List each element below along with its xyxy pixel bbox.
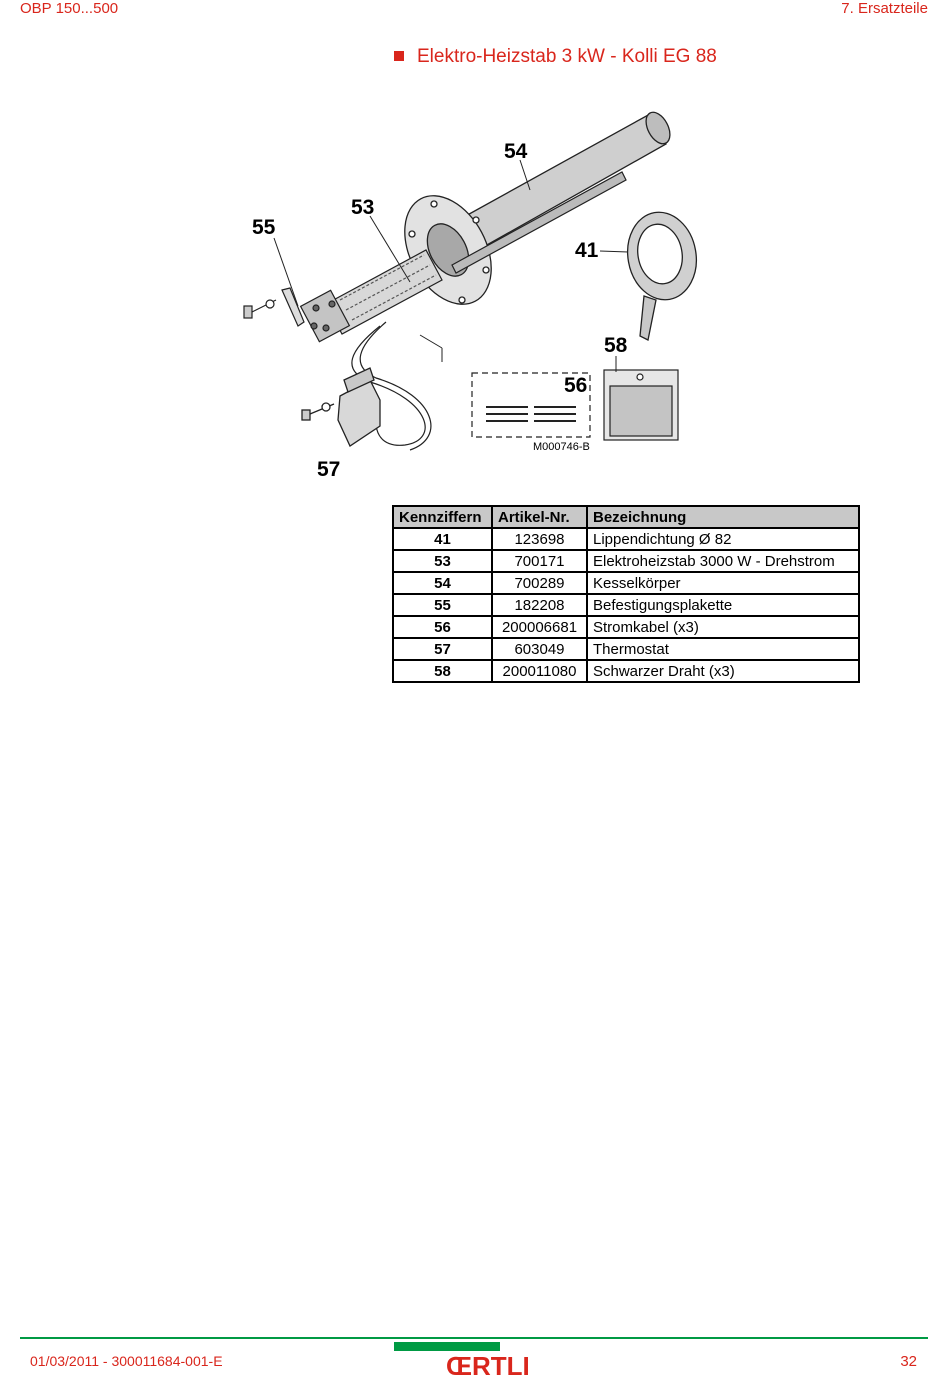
figure-reference: M000746-B [533, 441, 590, 453]
thermostat-rod-part [451, 171, 627, 274]
page-number: 32 [900, 1353, 917, 1370]
cell-ref: 55 [392, 593, 493, 617]
callout-56: 56 [564, 374, 587, 397]
cell-ref: 58 [392, 659, 493, 683]
cell-ref: 54 [392, 571, 493, 595]
table-row: 54 700289 Kesselkörper [392, 571, 860, 595]
thermostat-part [301, 367, 381, 447]
lip-seal-part [627, 211, 697, 341]
header-chapter: 7. Ersatzteile [841, 0, 928, 17]
cell-description: Elektroheizstab 3000 W - Drehstrom [586, 549, 860, 573]
heating-element-part [299, 249, 443, 343]
cell-description: Lippendichtung Ø 82 [586, 527, 860, 551]
cell-ref: 41 [392, 527, 493, 551]
section-title-text: Elektro-Heizstab 3 kW - Kolli EG 88 [417, 46, 717, 67]
cell-description: Stromkabel (x3) [586, 615, 860, 639]
cell-article: 182208 [491, 593, 588, 617]
fixing-plate-part [243, 287, 305, 327]
leader-lines [273, 159, 629, 372]
cell-article: 200011080 [491, 659, 588, 683]
section-title: Elektro-Heizstab 3 kW - Kolli EG 88 [394, 46, 717, 68]
table-row: 41 123698 Lippendichtung Ø 82 [392, 527, 860, 551]
column-header-kennziffern: Kennziffern [392, 505, 493, 529]
parts-table-header-row: Kennziffern Artikel-Nr. Bezeichnung [392, 505, 860, 529]
callout-55: 55 [252, 216, 276, 239]
cell-ref: 56 [392, 615, 493, 639]
power-cable-kit-box [471, 372, 591, 438]
cell-description: Thermostat [586, 637, 860, 661]
footer-brand-bar [394, 1342, 500, 1351]
callout-53: 53 [351, 196, 374, 219]
callout-57: 57 [317, 458, 340, 481]
cell-article: 603049 [491, 637, 588, 661]
cell-ref: 57 [392, 637, 493, 661]
oertli-logo: ŒRTLI [446, 1351, 530, 1381]
footer-divider [20, 1337, 928, 1339]
cell-description: Befestigungsplakette [586, 593, 860, 617]
cell-article: 700171 [491, 549, 588, 573]
cell-ref: 53 [392, 549, 493, 573]
wire-bag-part [603, 369, 679, 441]
callout-54: 54 [504, 140, 528, 163]
cell-description: Kesselkörper [586, 571, 860, 595]
callout-58: 58 [604, 334, 628, 357]
column-header-bezeichnung: Bezeichnung [586, 505, 860, 529]
table-row: 55 182208 Befestigungsplakette [392, 593, 860, 617]
callout-41: 41 [575, 239, 599, 262]
wire-loop-2 [359, 321, 432, 451]
table-row: 56 200006681 Stromkabel (x3) [392, 615, 860, 639]
section-bullet-icon [394, 51, 404, 61]
exploded-view-drawing: 55 53 54 41 58 56 57 M000746-B [243, 111, 697, 481]
cell-description: Schwarzer Draht (x3) [586, 659, 860, 683]
cell-article: 700289 [491, 571, 588, 595]
table-row: 58 200011080 Schwarzer Draht (x3) [392, 659, 860, 683]
footer-date-document-number: 01/03/2011 - 300011684-001-E [30, 1353, 223, 1369]
column-header-artikel-nr: Artikel-Nr. [491, 505, 588, 529]
table-row: 57 603049 Thermostat [392, 637, 860, 661]
wire-loop [351, 325, 426, 446]
header-document-title: OBP 150...500 [20, 0, 119, 17]
cell-article: 200006681 [491, 615, 588, 639]
parts-table: Kennziffern Artikel-Nr. Bezeichnung 41 1… [392, 505, 860, 683]
cell-article: 123698 [491, 527, 588, 551]
table-row: 53 700171 Elektroheizstab 3000 W - Drehs… [392, 549, 860, 573]
